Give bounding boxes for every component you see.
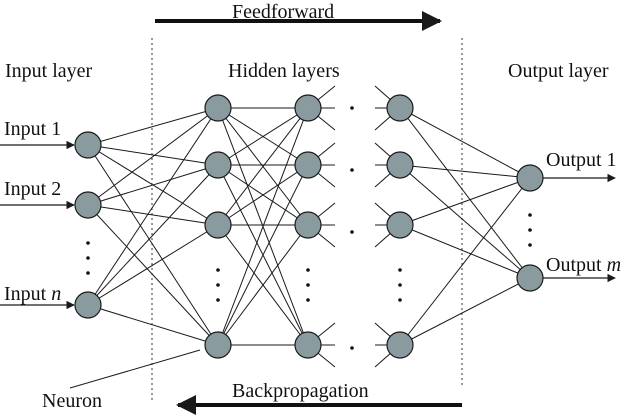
connection-h3-out-0-0 — [399, 107, 531, 179]
connection-h3-out-1-1 — [399, 164, 531, 279]
connection-h3-out-3-0 — [399, 177, 531, 346]
connection-h1-h2-2-1 — [217, 164, 309, 226]
ellipsis-dot-13 — [528, 228, 532, 232]
input-1-label: Input 1 — [4, 118, 62, 140]
connection-h1-h2-3-0 — [217, 107, 309, 346]
connection-in-h1-2-3 — [87, 304, 219, 346]
hidden1-neuron-0 — [204, 94, 232, 122]
ellipsis-dot-9 — [216, 298, 220, 302]
hidden1-neuron-3 — [204, 331, 232, 359]
connection-in-h1-0-3 — [87, 144, 219, 346]
input-n-label: Input n — [4, 283, 62, 305]
ellipsis-dot-18 — [350, 346, 354, 350]
input-neuron-0 — [74, 131, 102, 159]
input-layer-title: Input layer — [5, 60, 93, 82]
neuron-pointer-line — [69, 349, 201, 389]
connection-h1-h2-3-1 — [217, 164, 309, 346]
ellipsis-dot-2 — [86, 271, 90, 275]
ellipsis-dot-4 — [306, 268, 310, 272]
output-neuron-0 — [516, 164, 544, 192]
hidden3-neuron-1 — [386, 151, 414, 179]
connection-h3-out-3-1 — [399, 277, 531, 346]
input-n-variable: n — [51, 283, 62, 305]
hidden3-neuron-0 — [386, 94, 414, 122]
connection-in-h1-1-2 — [87, 204, 219, 226]
hidden2-neuron-1 — [294, 151, 322, 179]
connection-h3-out-0-1 — [399, 107, 531, 279]
hidden3-neuron-2 — [386, 211, 414, 239]
input-2-label: Input 2 — [4, 178, 62, 200]
ellipsis-dot-10 — [306, 298, 310, 302]
hidden1-neuron-1 — [204, 151, 232, 179]
connection-in-h1-0-1 — [87, 144, 219, 166]
ellipsis-dot-14 — [528, 243, 532, 247]
ellipsis-dot-3 — [216, 268, 220, 272]
ellipsis-dot-12 — [528, 213, 532, 217]
connection-h1-h2-1-0 — [217, 107, 309, 166]
connection-h3-out-1-0 — [399, 164, 531, 179]
connection-in-h1-2-0 — [87, 107, 219, 306]
output-m-label: Output m — [546, 254, 622, 276]
io-arrows — [0, 140, 616, 310]
connection-in-h1-2-2 — [87, 224, 219, 306]
ellipsis-dot-16 — [350, 168, 354, 172]
ellipsis-dot-15 — [350, 106, 354, 110]
hidden1-neuron-2 — [204, 211, 232, 239]
connection-in-h1-0-0 — [87, 107, 219, 146]
ellipsis-dot-7 — [306, 283, 310, 287]
hidden-layers-title: Hidden layers — [228, 60, 340, 82]
hidden3-neuron-3 — [386, 331, 414, 359]
connection-in-h1-1-3 — [87, 204, 219, 346]
output-neuron-1 — [516, 264, 544, 292]
hidden2-neuron-3 — [294, 331, 322, 359]
neuron-label: Neuron — [42, 390, 102, 412]
feedforward-label: Feedforward — [232, 1, 335, 23]
connection-h3-out-2-0 — [399, 177, 531, 226]
ellipsis-dot-8 — [398, 283, 402, 287]
hidden2-neuron-2 — [294, 211, 322, 239]
ellipsis-dot-11 — [398, 298, 402, 302]
connection-h3-out-2-1 — [399, 224, 531, 279]
ellipsis-dot-1 — [86, 256, 90, 260]
output-layer-title: Output layer — [508, 60, 609, 82]
ellipsis-dot-6 — [216, 283, 220, 287]
ellipsis-dot-0 — [86, 241, 90, 245]
hidden2-neuron-0 — [294, 94, 322, 122]
connection-in-h1-1-0 — [87, 107, 219, 206]
ellipsis-dots — [86, 106, 532, 350]
ellipsis-dot-17 — [350, 230, 354, 234]
connection-h1-h2-3-2 — [217, 224, 309, 346]
connection-h1-h2-2-0 — [217, 107, 309, 226]
input-neuron-1 — [74, 191, 102, 219]
connection-in-h1-2-1 — [87, 164, 219, 306]
neurons — [74, 94, 544, 359]
output-m-variable: m — [606, 254, 622, 276]
input-neuron-2 — [74, 291, 102, 319]
connection-in-h1-1-1 — [87, 164, 219, 206]
output-1-label: Output 1 — [546, 149, 617, 171]
backpropagation-label: Backpropagation — [232, 380, 369, 402]
ellipsis-dot-5 — [398, 268, 402, 272]
connection-lines — [87, 85, 531, 368]
